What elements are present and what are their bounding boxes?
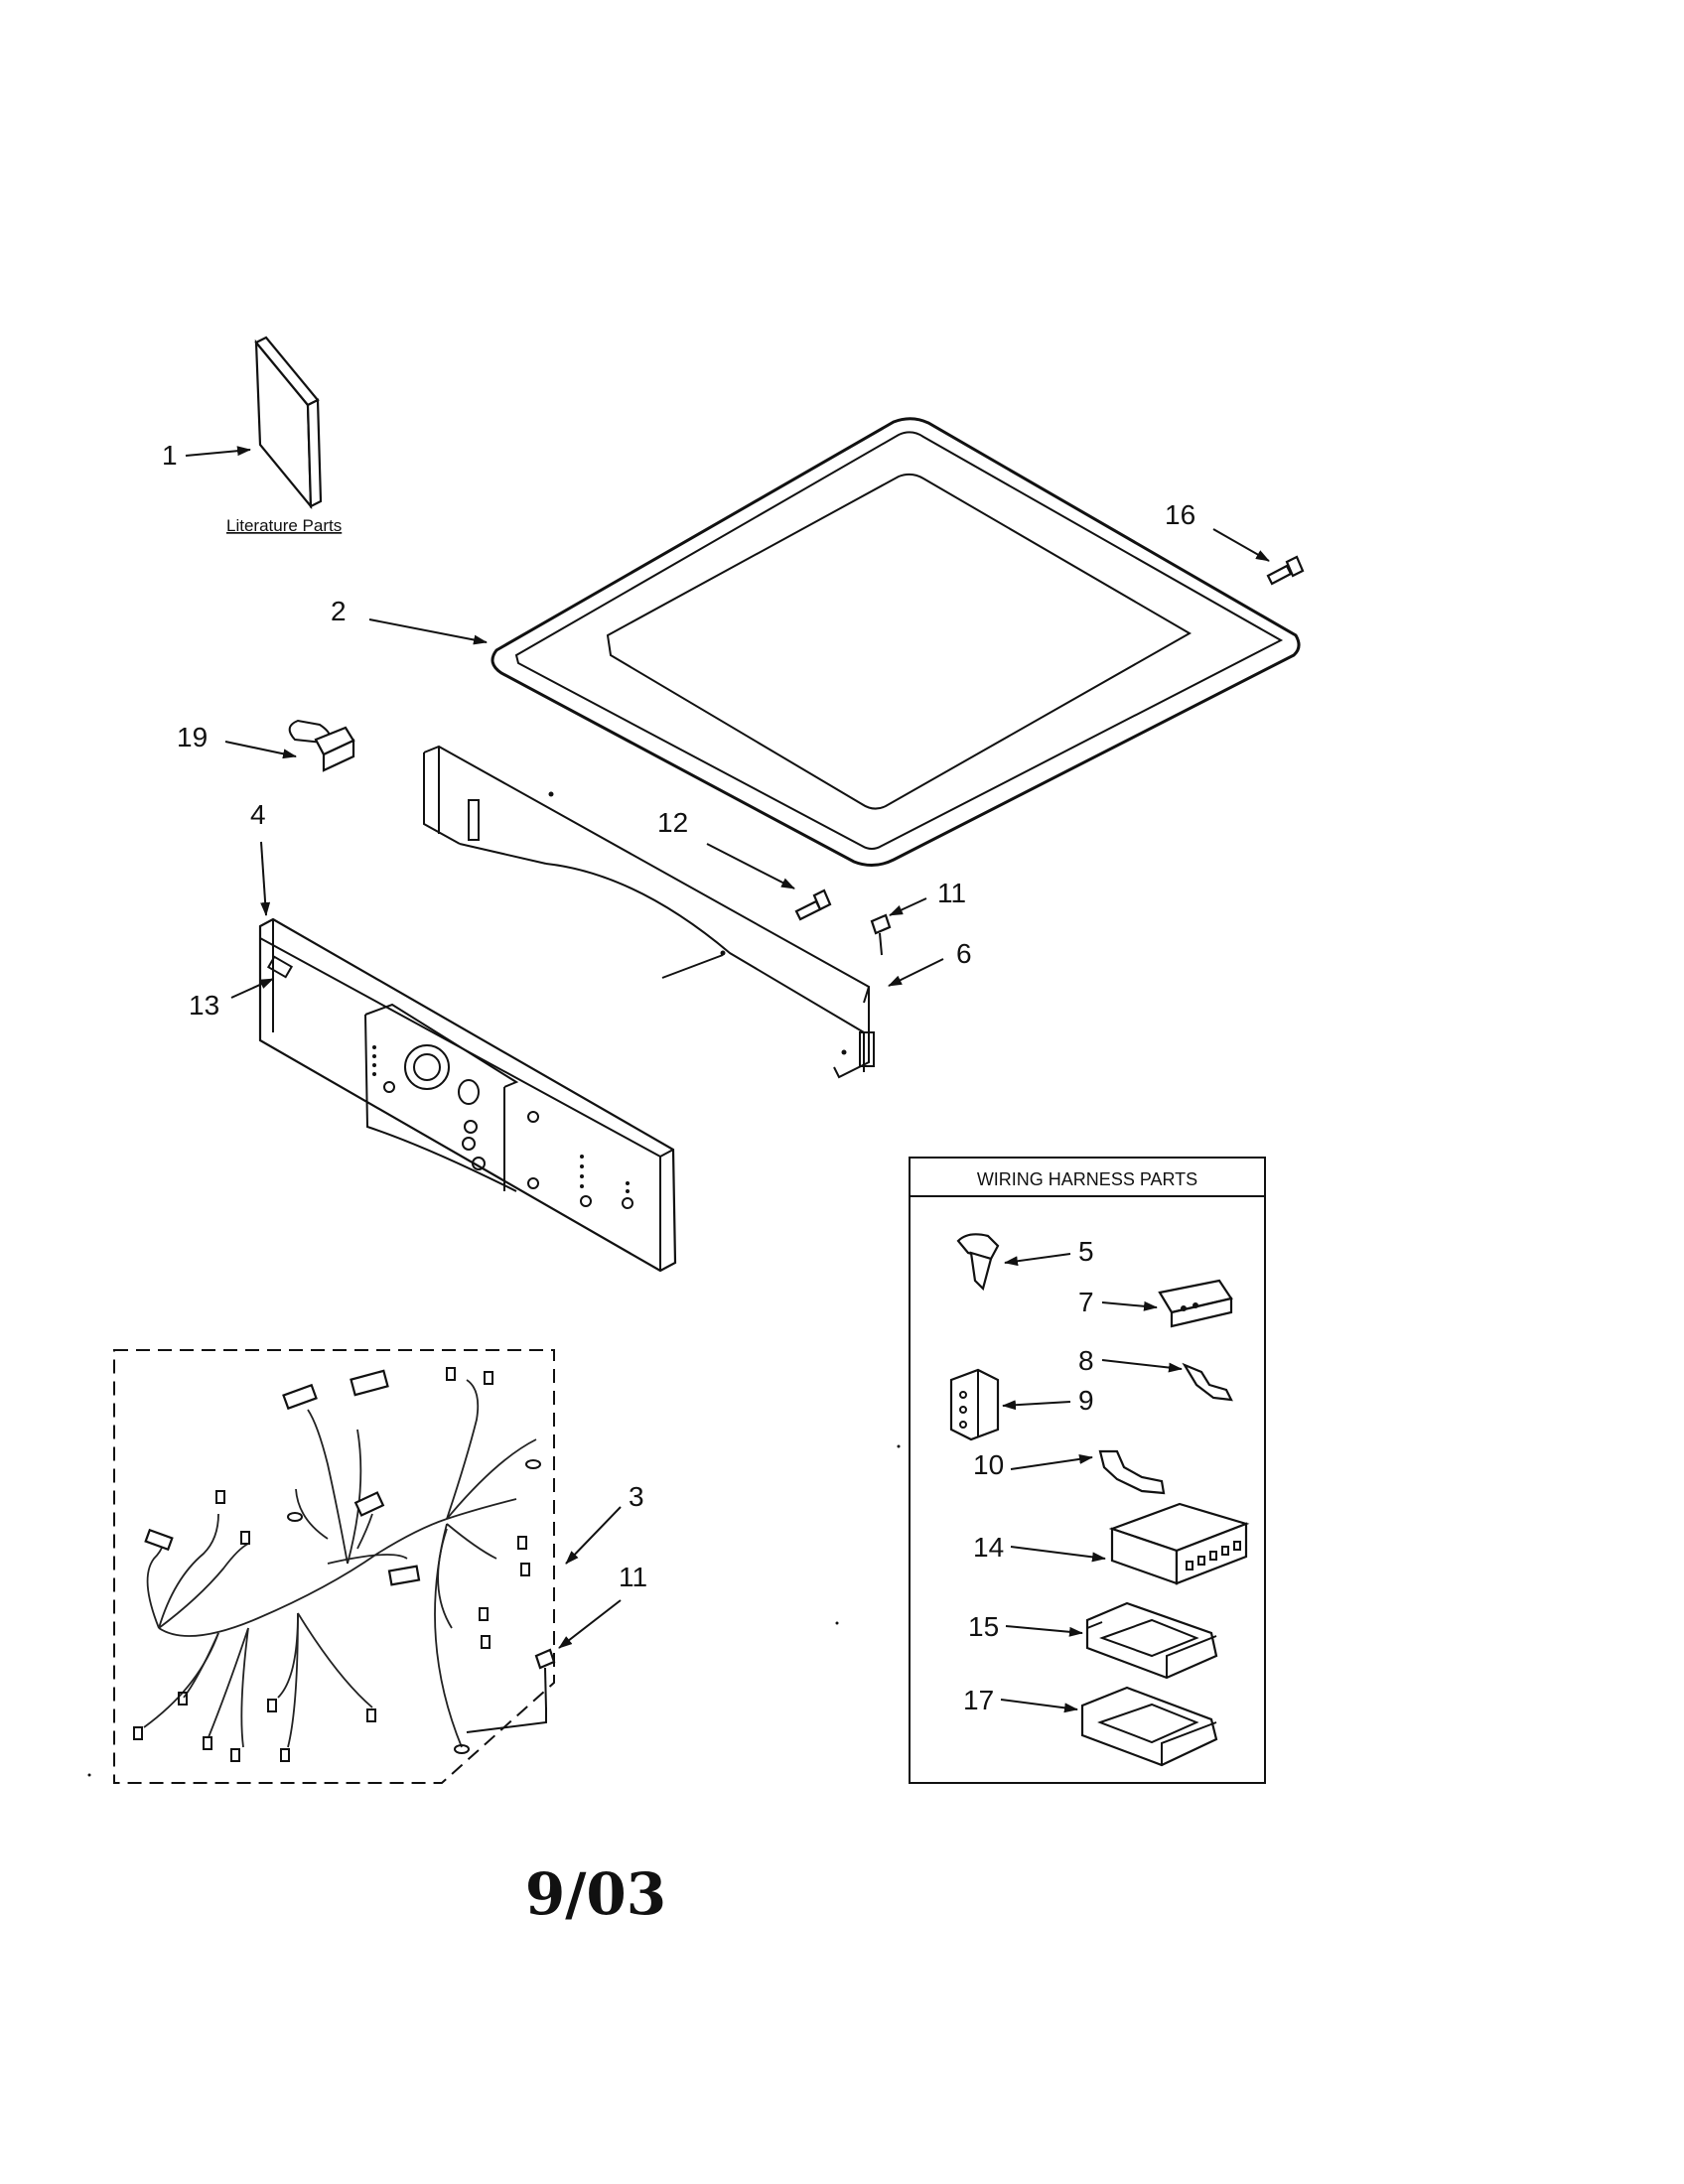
arrow-11-upper (889, 897, 927, 916)
top-panel (491, 417, 1301, 867)
arrow-17 (1000, 1699, 1078, 1713)
arrow-5 (1004, 1253, 1071, 1267)
arrow-1 (185, 446, 251, 457)
arrow-14 (1010, 1546, 1106, 1563)
screw-12 (794, 888, 832, 921)
arrow-7 (1101, 1300, 1158, 1311)
console-bracket (423, 745, 875, 1079)
callout-11-lower: 11 (619, 1562, 647, 1592)
screw-16 (1266, 555, 1305, 586)
arrow-8 (1101, 1359, 1183, 1373)
callout-1: 1 (162, 440, 178, 471)
connector-block-17 (1080, 1686, 1218, 1767)
arrow-2 (368, 618, 488, 645)
connector-block-15 (1085, 1601, 1218, 1680)
callout-14: 14 (973, 1532, 1004, 1563)
arrow-10 (1010, 1453, 1093, 1470)
connector-7 (1158, 1279, 1233, 1328)
module-14 (1108, 1502, 1250, 1585)
screw-11-upper (870, 913, 892, 956)
connector-housing-9 (949, 1368, 1000, 1441)
callout-3: 3 (629, 1481, 644, 1512)
arrow-19 (224, 741, 297, 759)
callout-9: 9 (1078, 1385, 1094, 1416)
callout-4: 4 (250, 799, 266, 830)
arrow-4 (260, 841, 271, 916)
callout-8: 8 (1078, 1345, 1094, 1376)
callout-19: 19 (177, 722, 208, 752)
clip-5 (956, 1233, 1000, 1292)
callout-5: 5 (1078, 1236, 1094, 1267)
arrow-6 (888, 958, 944, 987)
terminal-10 (1098, 1449, 1166, 1495)
callout-11-upper: 11 (937, 878, 966, 908)
wiring-harness-parts-box (909, 1157, 1266, 1784)
arrow-12 (706, 843, 795, 889)
terminal-8 (1182, 1362, 1233, 1402)
date-code: 9/03 (525, 1860, 666, 1928)
wiring-harness-parts-title: WIRING HARNESS PARTS (977, 1169, 1197, 1189)
callout-13: 13 (189, 990, 219, 1021)
control-console (258, 917, 677, 1273)
arrow-3 (565, 1506, 622, 1565)
literature-parts-label: Literature Parts (226, 516, 342, 535)
callout-16: 16 (1165, 499, 1195, 530)
callout-6: 6 (956, 938, 972, 969)
arrow-13 (230, 978, 274, 999)
wiring-harness (113, 1349, 555, 1784)
arrow-11-lower (558, 1599, 622, 1649)
arrow-9 (1002, 1400, 1071, 1411)
callout-17: 17 (963, 1685, 994, 1715)
arrow-16 (1212, 528, 1270, 562)
callout-2: 2 (331, 596, 347, 626)
callout-12: 12 (657, 807, 688, 838)
callout-7: 7 (1078, 1287, 1094, 1317)
arrow-15 (1005, 1625, 1083, 1637)
connector-19 (288, 719, 355, 772)
callout-10: 10 (973, 1449, 1004, 1480)
callout-15: 15 (968, 1611, 999, 1642)
literature-booklet (254, 336, 323, 510)
screw-11-lower (466, 1648, 556, 1733)
